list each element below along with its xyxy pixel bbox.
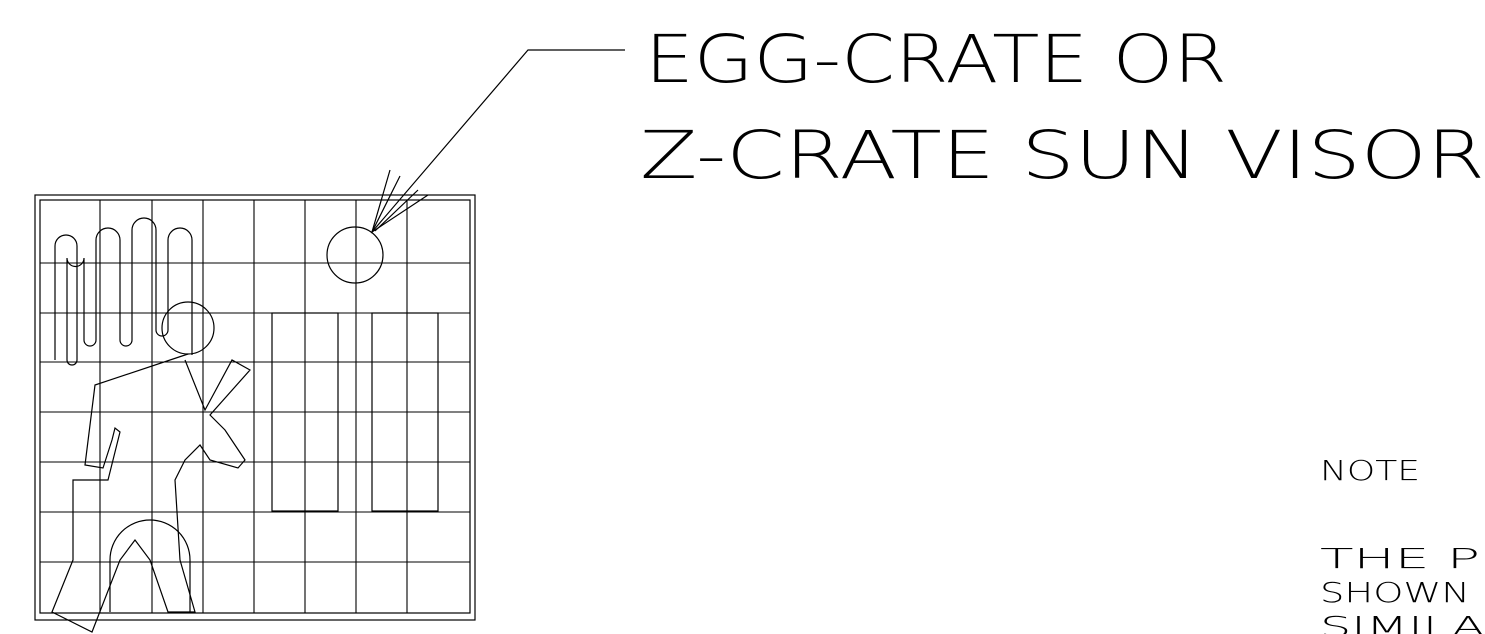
hand-symbol-icon [54, 217, 193, 366]
inner-frame [39, 199, 471, 614]
leader-line [370, 49, 625, 234]
note-heading: NOTE [1320, 454, 1420, 487]
outer-frame [34, 194, 476, 621]
person-head [161, 301, 215, 355]
egg-crate-visor-grid [40, 200, 470, 613]
person-body [51, 353, 251, 633]
lower-arch [109, 519, 191, 612]
pedestrian-signal-head [34, 194, 476, 621]
note-line-2: SHOWN [1320, 576, 1470, 609]
sun-visor-circle-icon [326, 226, 384, 284]
callout-title-line-2: Z-CRATE SUN VISOR [640, 117, 1485, 194]
walking-person-icon [51, 301, 251, 633]
note-line-1: THE P [1320, 542, 1480, 575]
note-line-3: SIMILA [1320, 610, 1485, 634]
callout-title-line-1: EGG-CRATE OR [645, 21, 1227, 98]
display-panel-left [271, 312, 339, 512]
display-panel-right [371, 312, 439, 512]
note-block: NOTE THE P SHOWN SIMILA [1320, 454, 1485, 634]
